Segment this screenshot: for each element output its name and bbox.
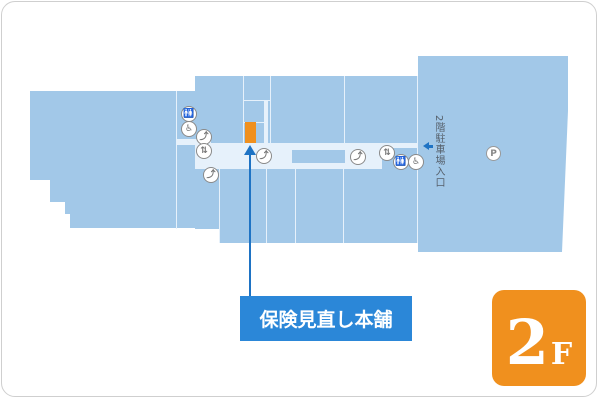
- elevator-icon: ⇅: [379, 145, 395, 161]
- divider: [243, 100, 270, 101]
- nursing-room-icon: ♿: [408, 154, 424, 170]
- parking-icon: P: [486, 146, 501, 161]
- divider: [219, 169, 220, 243]
- store-name: 保険見直し本舗: [259, 309, 393, 331]
- tenant-block-corridor-center[interactable]: [292, 150, 345, 163]
- tenant-block-left-step3: [70, 213, 195, 228]
- divider: [344, 76, 345, 143]
- restroom-icon: 🚻: [393, 154, 409, 170]
- restroom-icon: 🚻: [181, 106, 197, 122]
- floor-suffix: F: [550, 337, 573, 372]
- pointer-arrow-head-icon: [244, 145, 256, 155]
- elevator-icon: ⇅: [196, 143, 212, 159]
- map-cutout: [195, 229, 219, 244]
- divider: [343, 169, 344, 243]
- entrance-arrow-icon: [423, 142, 429, 150]
- divider: [295, 169, 296, 243]
- escalator-icon: ⤴: [203, 167, 219, 183]
- divider: [270, 76, 271, 143]
- store-marker[interactable]: [245, 122, 256, 143]
- store-name-label[interactable]: 保険見直し本舗: [240, 296, 412, 341]
- tenant-block-left[interactable]: [30, 91, 195, 180]
- entrance-arrow-tail: [429, 144, 433, 148]
- parking-entrance-label: 2階駐車場入口: [433, 115, 444, 189]
- tenant-block-left-step1: [50, 179, 195, 202]
- divider: [264, 100, 268, 143]
- corridor-left-stub: [177, 139, 211, 145]
- tenant-block-left-step2: [65, 201, 195, 214]
- divider: [176, 91, 177, 229]
- escalator-icon: ⤴: [256, 148, 272, 164]
- floor-number: 2: [505, 306, 549, 379]
- pointer-arrow-line: [249, 153, 251, 297]
- escalator-icon: ⤴: [350, 149, 366, 165]
- divider: [243, 76, 244, 143]
- nursing-room-icon: ♿: [181, 121, 197, 137]
- divider: [266, 169, 267, 243]
